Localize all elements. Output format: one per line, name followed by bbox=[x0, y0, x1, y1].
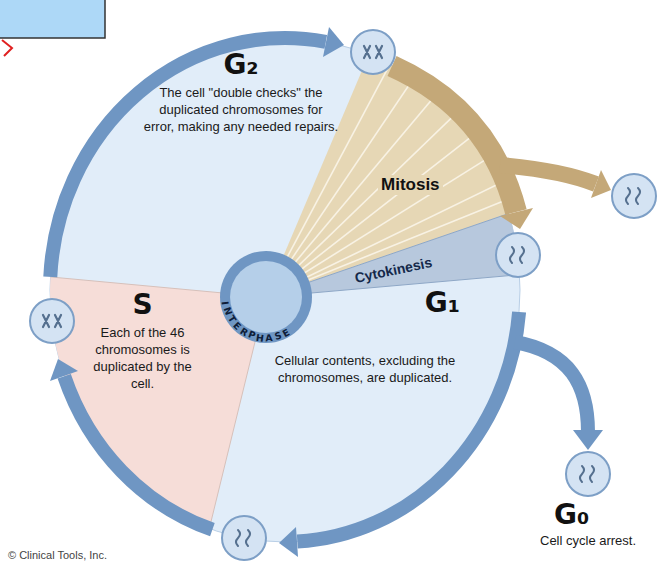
phase-description: Cell cycle arrest. bbox=[540, 532, 654, 549]
copyright-note: © Clinical Tools, Inc. bbox=[8, 549, 107, 562]
cell-icon bbox=[566, 452, 610, 496]
cell-membrane bbox=[222, 516, 266, 560]
cell-icon bbox=[30, 299, 74, 343]
phase-sector: G₂ The cell "double checks" the duplicate… bbox=[143, 50, 339, 135]
arrowhead bbox=[323, 27, 344, 57]
arrowhead bbox=[591, 170, 611, 198]
curved-label: INTERPHASE bbox=[220, 251, 312, 343]
curved-letter: S bbox=[273, 331, 282, 342]
arrowhead bbox=[500, 208, 533, 229]
curved-letter: H bbox=[256, 332, 265, 343]
phase-label: S bbox=[80, 290, 205, 320]
chromosome-strand bbox=[510, 247, 524, 263]
g0-arrow bbox=[515, 342, 588, 432]
arrowhead bbox=[573, 430, 603, 450]
cycle-arrow bbox=[50, 38, 326, 277]
cell-icon bbox=[496, 233, 540, 277]
phase-description: Each of the 46 chromosomes is duplicated… bbox=[80, 324, 205, 392]
cycle-arrow bbox=[64, 376, 212, 530]
interphase-circle: INTERPHASE bbox=[220, 251, 312, 343]
chromosome-strand bbox=[236, 530, 250, 546]
curved-letter: A bbox=[265, 333, 273, 343]
cell-membrane bbox=[351, 30, 395, 74]
cropped-box bbox=[0, 0, 105, 38]
phase-sector: S Each of the 46 chromosomes is duplicate… bbox=[80, 290, 205, 392]
phase-sector: G₁ Cellular contents, excluding the chrom… bbox=[270, 288, 460, 386]
cell-icon bbox=[612, 174, 656, 218]
cell-icon bbox=[351, 30, 395, 74]
interphase-core bbox=[230, 261, 302, 333]
sector-border bbox=[171, 297, 266, 567]
cell-membrane bbox=[612, 174, 656, 218]
chromosome-strand bbox=[580, 466, 594, 482]
phase-label: G₂ bbox=[143, 50, 339, 80]
phase-label: G₀ bbox=[540, 500, 654, 530]
cytokinesis-band bbox=[266, 167, 657, 297]
mitosis-arrow bbox=[500, 165, 596, 184]
phase-description: Cellular contents, excluding the chromos… bbox=[270, 352, 460, 386]
phase-label: Mitosis bbox=[378, 175, 443, 195]
arrowheads bbox=[50, 27, 603, 557]
cell-membrane bbox=[496, 233, 540, 277]
curved-letter: I bbox=[220, 300, 230, 305]
phase-band: Mitosis bbox=[378, 175, 443, 195]
chromosome-strand bbox=[626, 188, 640, 204]
phase-label: G₁ bbox=[270, 288, 460, 318]
cell-icon bbox=[222, 516, 266, 560]
resting-state: G₀ Cell cycle arrest. bbox=[540, 500, 654, 549]
chromosome-pair bbox=[364, 46, 382, 58]
arrowhead bbox=[279, 527, 298, 557]
cell-membrane bbox=[30, 299, 74, 343]
phase-description: The cell "double checks" the duplicated … bbox=[143, 84, 339, 135]
chromosome-pair bbox=[43, 315, 61, 327]
cropped-pointer bbox=[2, 40, 12, 56]
cycle-arrow bbox=[297, 312, 519, 542]
arrowhead bbox=[50, 359, 78, 381]
cell-icons bbox=[30, 30, 656, 560]
cell-membrane bbox=[566, 452, 610, 496]
cycle-arrows bbox=[50, 38, 588, 542]
interphase-ring bbox=[220, 251, 312, 343]
